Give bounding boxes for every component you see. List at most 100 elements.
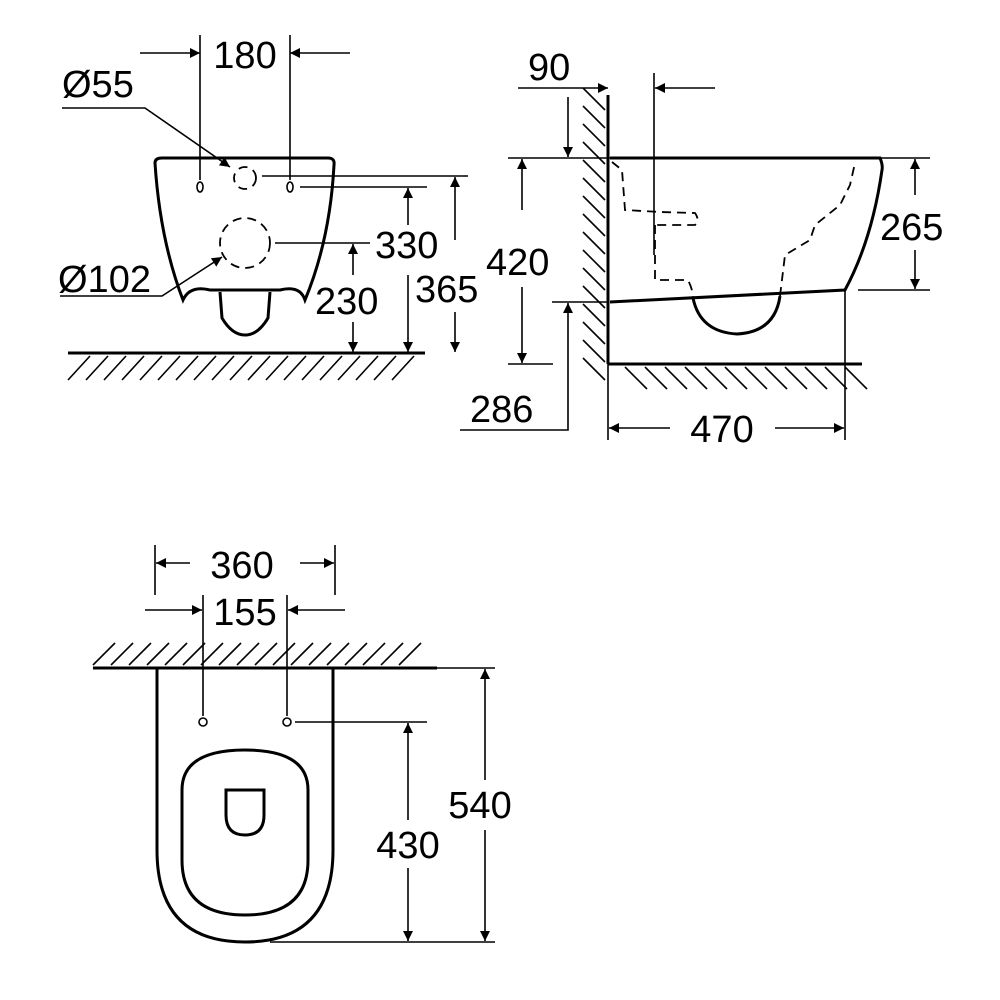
hatch-line [684,366,708,390]
hatch-line [164,642,188,666]
bolt-hole [196,181,204,193]
dim-180: 180 [213,35,276,77]
hatch-line [337,355,361,381]
hatch-line [139,355,163,381]
hatch-line [193,355,217,381]
hatch-line [582,213,606,237]
internal-dashed [611,161,856,299]
bowl-outline [153,156,336,305]
hatch-line [582,231,606,255]
hatch-line [236,642,260,666]
hatch-line [398,642,422,666]
bolt-hole [282,717,292,727]
hatch-line [582,105,606,129]
hatch-line [582,195,606,219]
hatch-line [254,642,278,666]
dim-inlet-diameter: Ø55 [62,64,134,106]
hatch-line [110,642,134,666]
hatch-line [582,87,606,111]
hatch-line [582,357,606,381]
hatch-line [724,366,748,390]
hatch-line [200,642,224,666]
hatch-line [265,355,289,381]
hatch-line [582,339,606,363]
dim-540: 540 [448,785,511,827]
hatch-line [764,366,788,390]
dim-286: 286 [470,389,533,431]
hatch-line [373,355,397,381]
hatch-line [128,642,152,666]
hatch-line [92,642,116,666]
dim-265: 265 [880,207,943,249]
hatch-line [85,355,109,381]
hatch-line [582,303,606,327]
seat-outline [180,748,310,917]
wall-hatch [582,87,868,390]
hatch-line [784,366,808,390]
hatch-line [362,642,386,666]
dim-outlet-diameter: Ø102 [58,259,151,301]
side-view: 90 420 286 470 265 [460,47,943,451]
hatch-line [308,642,332,666]
dim-90: 90 [528,47,570,89]
hatch-line [704,366,728,390]
hatch-line [319,355,343,381]
dim-155: 155 [213,592,276,634]
hatch-line [175,355,199,381]
hatch-line [804,366,828,390]
hatch-line [103,355,127,381]
dim-230: 230 [315,281,378,323]
hatch-line [664,366,688,390]
hatch-line [391,355,415,381]
wall-hatch [92,642,422,666]
front-view: 180 Ø55 Ø102 330 230 365 [58,35,478,381]
dim-365: 365 [415,269,478,311]
dim-330: 330 [375,225,438,267]
hatch-line [844,366,868,390]
dim-420: 420 [486,242,549,284]
hatch-line [283,355,307,381]
hatch-line [824,366,848,390]
dim-430: 430 [376,825,439,867]
bowl-top-outline [155,668,335,944]
hatch-line [146,642,170,666]
hatch-line [582,285,606,309]
hatch-line [582,321,606,345]
trap-profile [691,295,782,336]
hatch-line [67,355,91,381]
hatch-line [582,123,606,147]
hatch-line [247,355,271,381]
hatch-line [380,642,404,666]
hatch-line [290,642,314,666]
top-view: 360 155 540 430 [92,545,512,944]
bowl-profile [609,156,884,304]
hatch-line [644,366,668,390]
hatch-line [326,642,350,666]
hatch-line [582,267,606,291]
hatch-line [582,159,606,183]
hatch-line [301,355,325,381]
hatch-line [182,642,206,666]
hatch-line [272,642,296,666]
bolt-hole [198,717,208,727]
outlet-circle [219,217,271,269]
hatch-line [355,355,379,381]
hatch-line [344,642,368,666]
hatch-line [211,355,235,381]
hatch-line [744,366,768,390]
hatch-line [582,249,606,273]
hatch-line [157,355,181,381]
trap-outline [218,291,272,337]
dim-360: 360 [210,545,273,587]
dim-470: 470 [690,409,753,451]
bowl-opening [224,788,266,837]
floor-hatch [67,355,415,381]
bolt-hole [286,181,294,193]
hatch-line [229,355,253,381]
hatch-line [582,141,606,165]
inlet-circle [233,166,257,190]
hatch-line [582,177,606,201]
hatch-line [121,355,145,381]
hatch-line [624,366,648,390]
